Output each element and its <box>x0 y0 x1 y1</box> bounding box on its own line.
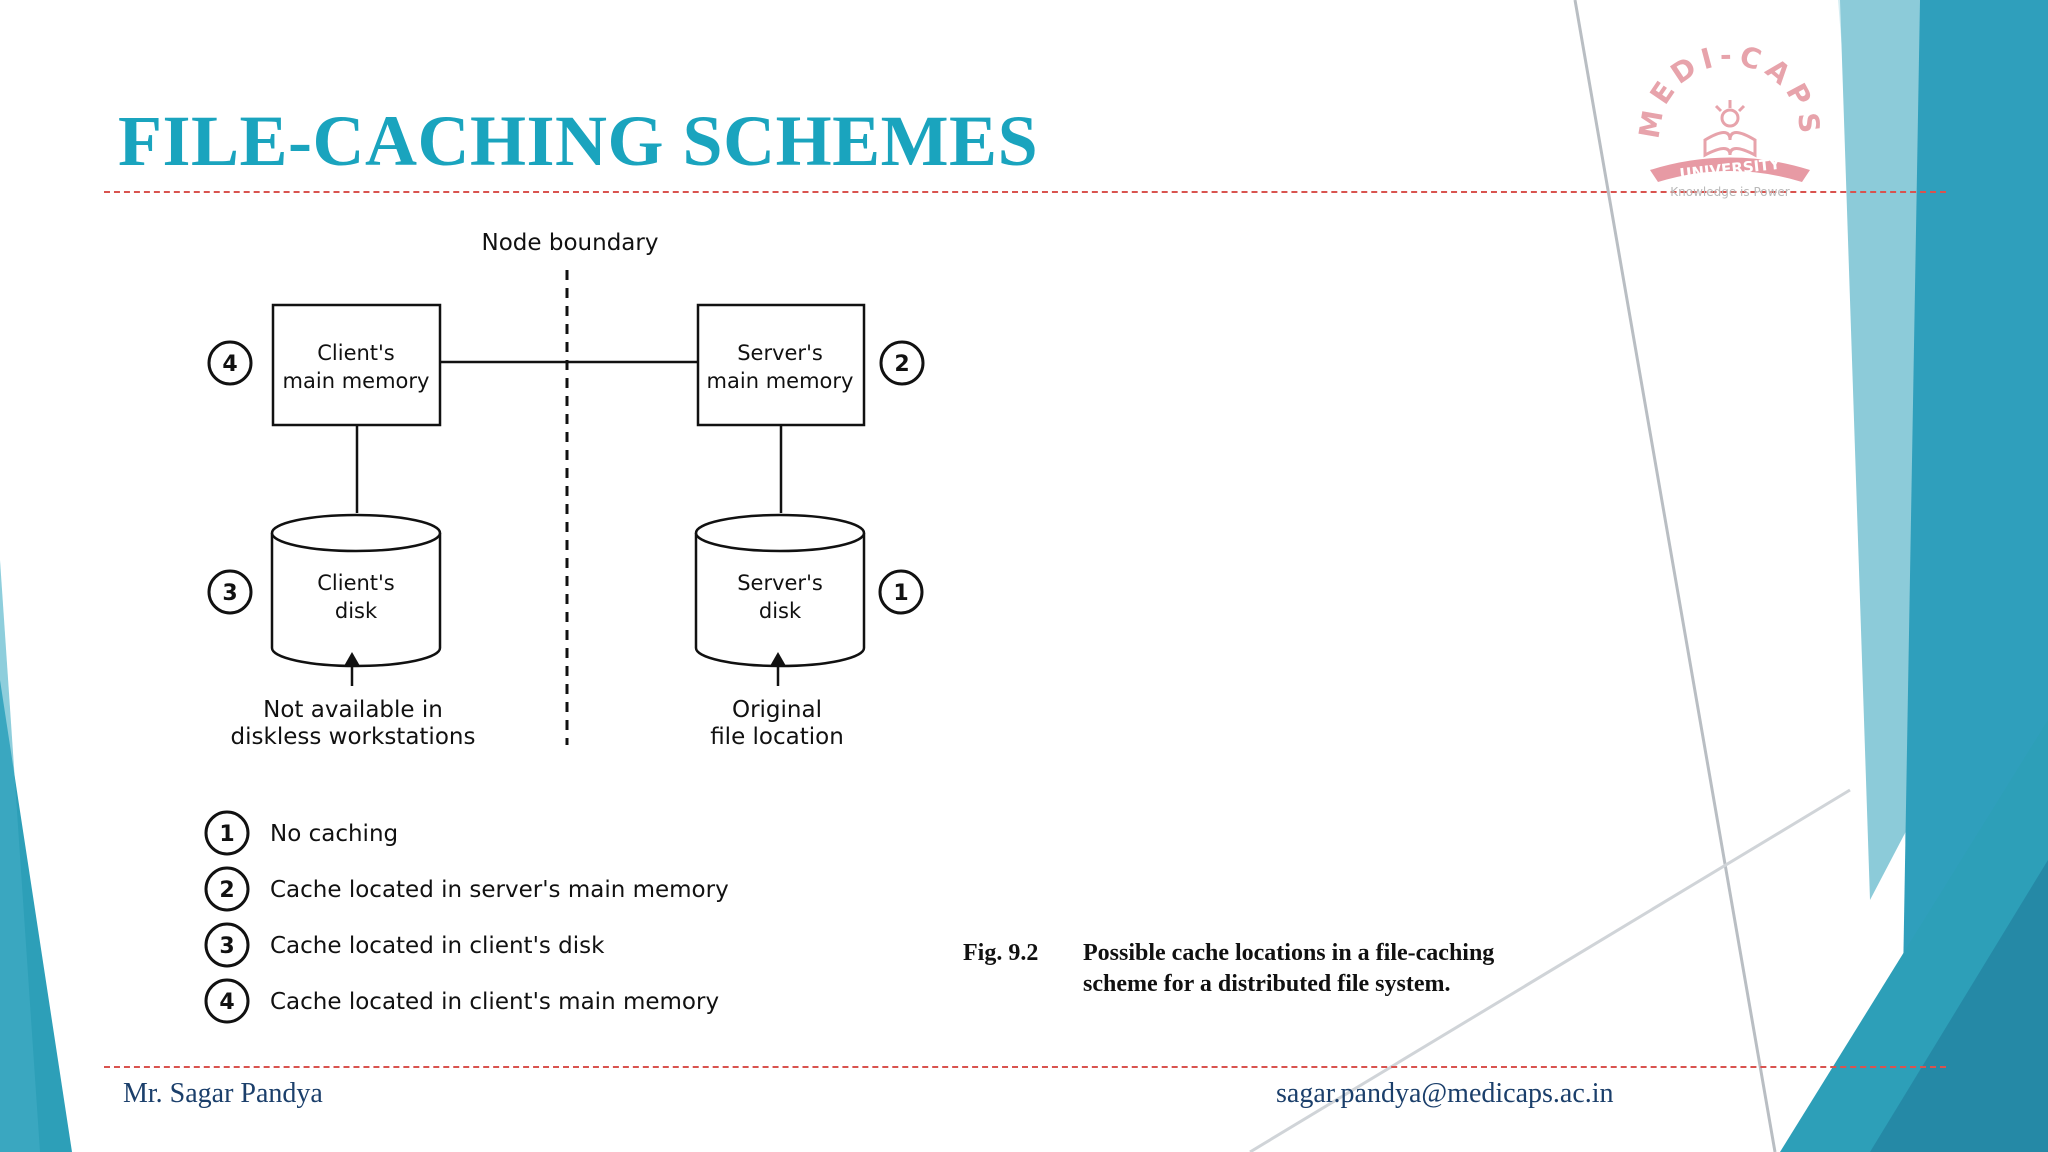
client-disk-line1: Client's <box>317 571 395 595</box>
svg-text:1: 1 <box>893 581 908 606</box>
svg-text:2: 2 <box>219 878 234 903</box>
client-disk-line2: disk <box>335 599 378 623</box>
client-note-arrow <box>344 652 360 686</box>
footer-email: sagar.pandya@medicaps.ac.in <box>1276 1078 1614 1109</box>
figure-number: Fig. 9.2 <box>963 940 1039 966</box>
client-memory-box: Client's main memory <box>271 303 442 427</box>
client-memory-line1: Client's <box>317 341 395 365</box>
client-disk-cylinder: Client's disk <box>270 513 442 668</box>
footer-author: Mr. Sagar Pandya <box>123 1078 323 1109</box>
server-memory-line1: Server's <box>737 341 823 365</box>
svg-text:Cache located in client's main: Cache located in client's main memory <box>270 989 719 1015</box>
server-note-line1: Original <box>732 697 822 723</box>
server-memory-box: Server's main memory <box>696 303 866 427</box>
footer-divider <box>104 1066 1946 1068</box>
svg-text:1: 1 <box>219 822 234 847</box>
cache-locations-diagram: Node boundary Client's main memory Serve… <box>204 230 925 1024</box>
server-disk-line1: Server's <box>737 571 823 595</box>
slide-title: FILE-CACHING SCHEMES <box>118 101 1039 181</box>
server-memory-line2: main memory <box>707 369 854 393</box>
legend-item: 4 Cache located in client's main memory <box>204 978 719 1024</box>
logo-tagline: Knowledge is Power <box>1670 185 1790 199</box>
figure-caption: Fig. 9.2 Possible cache locations in a f… <box>963 938 1513 1000</box>
svg-text:3: 3 <box>222 581 237 606</box>
logo-banner: UNIVERSITY <box>1679 155 1783 184</box>
svg-text:No caching: No caching <box>270 821 398 847</box>
svg-text:4: 4 <box>222 352 237 377</box>
legend-item: 1 No caching <box>204 810 398 856</box>
svg-text:Cache located in client's disk: Cache located in client's disk <box>270 933 605 959</box>
server-note-arrow <box>770 652 786 686</box>
book-lamp-icon <box>1703 100 1757 158</box>
server-disk-cylinder: Server's disk <box>694 513 866 668</box>
svg-text:Cache located in server's main: Cache located in server's main memory <box>270 877 729 903</box>
svg-text:4: 4 <box>219 990 234 1015</box>
client-memory-line2: main memory <box>283 369 430 393</box>
marker-client-memory: 4 <box>207 340 253 386</box>
client-note-line1: Not available in <box>263 697 443 723</box>
legend: 1 No caching 2 Cache located in server's… <box>204 810 729 1024</box>
marker-server-disk: 1 <box>878 569 924 615</box>
client-note-line2: diskless workstations <box>231 724 476 750</box>
marker-client-disk: 3 <box>207 569 253 615</box>
legend-item: 3 Cache located in client's disk <box>204 922 605 968</box>
figure-caption-text: Possible cache locations in a file-cachi… <box>1083 940 1495 997</box>
title-divider <box>104 191 1946 193</box>
university-logo: MEDI-CAPS UNIVERSITY Knowledge is Power <box>1633 39 1821 199</box>
svg-text:2: 2 <box>894 352 909 377</box>
server-disk-line2: disk <box>759 599 802 623</box>
marker-server-memory: 2 <box>879 340 925 386</box>
server-note-line2: file location <box>710 724 844 750</box>
node-boundary-label: Node boundary <box>482 230 659 256</box>
legend-item: 2 Cache located in server's main memory <box>204 866 729 912</box>
svg-text:3: 3 <box>219 934 234 959</box>
